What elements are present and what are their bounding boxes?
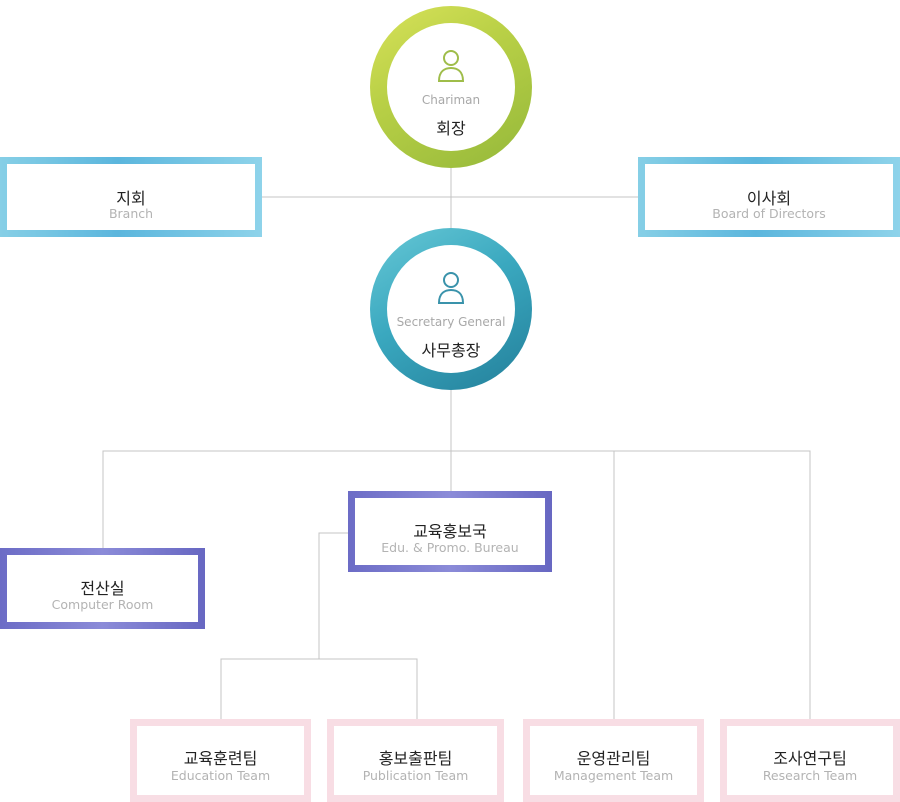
publication-team-inner: 홍보출판팀 Publication Team <box>334 726 497 795</box>
education-team-inner: 교육훈련팀 Education Team <box>137 726 304 795</box>
computer-room-en-label: Computer Room <box>51 597 154 612</box>
bureau-en-label: Edu. & Promo. Bureau <box>381 540 519 555</box>
teams-branch-line <box>220 658 418 719</box>
publication-team-ko-label: 홍보출판팀 <box>378 749 453 768</box>
branch-ko-label: 지회 <box>116 189 146 208</box>
management-team-inner: 운영관리팀 Management Team <box>530 726 697 795</box>
research-team-en-label: Research Team <box>762 768 858 783</box>
person-icon <box>437 272 465 304</box>
computer-room-ko-label: 전산실 <box>80 579 125 598</box>
management-team-en-label: Management Team <box>553 768 674 783</box>
research-team-inner: 조사연구팀 Research Team <box>727 726 893 795</box>
board-en-label: Board of Directors <box>712 206 826 221</box>
board-node[interactable]: 이사회 Board of Directors <box>638 157 900 237</box>
computer-room-node[interactable]: 전산실 Computer Room <box>0 548 205 629</box>
publication-team-en-label: Publication Team <box>362 768 469 783</box>
branch-en-label: Branch <box>108 206 154 221</box>
secretary-general-ko-label: 사무총장 <box>421 341 481 360</box>
secretary-general-node[interactable]: Secretary General 사무총장 <box>370 228 532 390</box>
board-ko-label: 이사회 <box>746 189 792 208</box>
secretary-general-en-label: Secretary General <box>396 315 506 329</box>
computer-room-inner: 전산실 Computer Room <box>7 555 198 622</box>
bureau-node[interactable]: 교육홍보국 Edu. & Promo. Bureau <box>348 491 552 572</box>
secretary-general-inner: Secretary General 사무총장 <box>387 245 515 373</box>
bureau-inner: 교육홍보국 Edu. & Promo. Bureau <box>355 498 545 565</box>
bureau-to-teams-line <box>318 532 348 659</box>
publication-team-node[interactable]: 홍보출판팀 Publication Team <box>327 719 504 802</box>
management-team-ko-label: 운영관리팀 <box>576 749 651 768</box>
branch-inner: 지회 Branch <box>7 164 255 230</box>
board-inner: 이사회 Board of Directors <box>645 164 893 230</box>
bureau-ko-label: 교육홍보국 <box>413 522 487 541</box>
chairman-ko-label: 회장 <box>436 119 466 138</box>
department-bus-line <box>102 450 811 719</box>
research-team-ko-label: 조사연구팀 <box>773 749 847 768</box>
research-team-node[interactable]: 조사연구팀 Research Team <box>720 719 900 802</box>
branch-node[interactable]: 지회 Branch <box>0 157 262 237</box>
chairman-en-label: Chariman <box>421 93 481 107</box>
management-team-node[interactable]: 운영관리팀 Management Team <box>523 719 704 802</box>
education-team-en-label: Education Team <box>170 768 271 783</box>
chairman-inner: Chariman 회장 <box>387 23 515 151</box>
education-team-node[interactable]: 교육훈련팀 Education Team <box>130 719 311 802</box>
education-team-ko-label: 교육훈련팀 <box>183 749 258 768</box>
person-icon <box>437 50 465 82</box>
chairman-node[interactable]: Chariman 회장 <box>370 6 532 168</box>
